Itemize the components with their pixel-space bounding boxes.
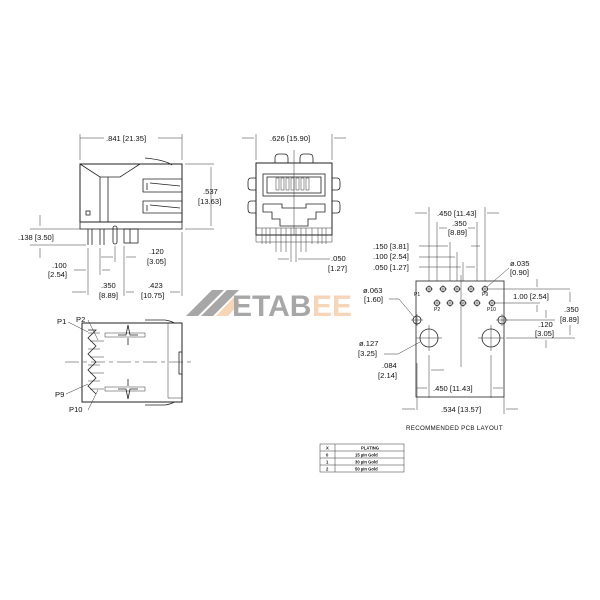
pin-label-p10: P10 — [69, 405, 83, 414]
dim-overall-length: .841 [21.35] — [106, 134, 146, 143]
dim-inner-span: .350 — [452, 219, 467, 228]
pin-label-p2: P2 — [76, 315, 85, 324]
dim-front-width: .626 [15.90] — [270, 134, 310, 143]
dim-pin-pitch: .100 — [52, 261, 67, 270]
dim-050: .050 [1.27] — [373, 263, 409, 272]
dim-pin-pitch-mm: [2.54] — [48, 270, 67, 279]
front-view: .626 [15.90] .050 [1.27] — [242, 134, 347, 273]
dim-front-pin-pitch: .050 — [331, 254, 346, 263]
dim-row-spacing: 1.00 [2.54] — [513, 292, 549, 301]
pin-label-p1: P1 — [57, 317, 66, 326]
dim-post-to-front-mm: [10.75] — [141, 291, 164, 300]
dim-post-offset: .120 — [149, 247, 164, 256]
dim-150: .150 [3.81] — [373, 242, 409, 251]
pcb-layout: P1 P2 P9 P10 .450 [11.43] .350 [8.89] .1… — [358, 207, 579, 432]
table-cell: 1 — [326, 460, 329, 465]
table-cell: 0 — [326, 453, 329, 458]
dim-post-hole: ø.127 — [359, 339, 378, 348]
pcb-pin-label-p2: P2 — [434, 307, 440, 313]
dim-overall-width: .534 [13.57] — [441, 405, 481, 414]
dim-right-120-mm: [3.05] — [535, 329, 554, 338]
dim-height: .537 — [203, 187, 218, 196]
watermark-text: ETAB — [232, 290, 311, 323]
table-cell: 30 µin Gold — [355, 460, 378, 465]
dim-bottom-span: .450 [11.43] — [433, 384, 473, 393]
pcb-pin-label-p10: P10 — [487, 307, 496, 313]
dim-right-350-mm: [8.89] — [560, 315, 579, 324]
pin-holes-row-2 — [433, 299, 496, 307]
pcb-layout-title: RECOMMENDED PCB LAYOUT — [406, 425, 503, 432]
dim-edge-084-mm: [2.14] — [378, 371, 397, 380]
dim-post-to-front: .423 — [148, 281, 163, 290]
dim-inner-span-mm: [8.89] — [448, 228, 467, 237]
pin-label-p9: P9 — [55, 390, 64, 399]
dim-edge-084: .084 — [382, 361, 397, 370]
dim-pin-span-mm: [8.89] — [99, 291, 118, 300]
dim-shield-hole: ø.063 — [363, 286, 382, 295]
table-header-plating: PLATING — [361, 446, 379, 451]
table-header-x: X — [326, 446, 329, 451]
dim-post-offset-mm: [3.05] — [147, 257, 166, 266]
dim-height-mm: [13.63] — [198, 197, 221, 206]
pcb-pin-label-p9: P9 — [482, 292, 488, 298]
pin-holes-row-1 — [425, 285, 489, 293]
watermark-text-accent: EE — [312, 290, 352, 323]
dim-pin-hole: ø.035 — [510, 259, 529, 268]
dim-pin-hole-mm: [0.90] — [510, 268, 529, 277]
dim-top-span: .450 [11.43] — [437, 209, 477, 218]
dim-pin-length: .138 [3.50] — [18, 233, 54, 242]
dim-right-350: .350 — [564, 305, 579, 314]
table-cell: 15 µin Gold — [355, 453, 378, 458]
side-view: .841 [21.35] .537 [13.63] .138 [3.50] .1… — [18, 134, 221, 300]
dim-post-hole-mm: [3.25] — [358, 349, 377, 358]
dim-right-120: .120 — [538, 320, 553, 329]
dim-100: .100 [2.54] — [373, 252, 409, 261]
top-view: P1 P2 P9 P10 — [55, 315, 195, 414]
table-cell: 2 — [326, 467, 329, 472]
watermark-logo: ETAB EE — [186, 290, 352, 323]
pcb-pin-label-p1: P1 — [414, 292, 420, 298]
table-cell: 50 µin Gold — [355, 467, 378, 472]
dim-shield-hole-mm: [1.60] — [364, 295, 383, 304]
plating-table: X PLATING 0 15 µin Gold 1 30 µin Gold 2 … — [319, 443, 405, 473]
dim-front-pin-pitch-mm: [1.27] — [328, 264, 347, 273]
dim-pin-span: .350 — [101, 281, 116, 290]
